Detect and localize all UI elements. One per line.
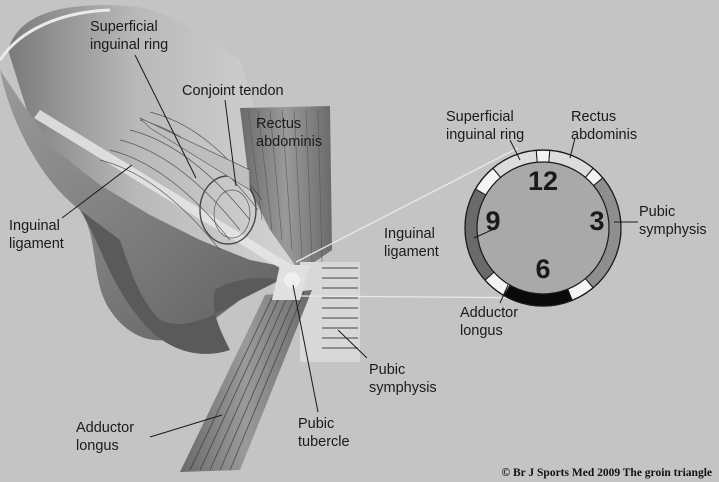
clock-ring-tick [484,271,495,281]
clock-number-6: 6 [535,254,550,284]
clock-label-superficial-ring-1: Superficial [446,109,514,125]
clock-label-adductor-1: Adductor [460,305,518,321]
leader-lines [61,54,368,438]
label-pubic-tubercle-1: Pubic [298,416,334,432]
clock-ring-tick [567,289,573,301]
label-inguinal-ligament-2: ligament [9,236,64,252]
clock-ring-tick [585,278,594,289]
leader-superficial-ring [134,54,197,179]
leader-adductor-longus [149,414,223,438]
clock-ring-tick [475,188,487,196]
clock-ring-tick [503,284,511,296]
label-adductor-longus-1: Adductor [76,420,134,436]
clock-leader-adductor [499,284,509,304]
clock-ring-tick [585,167,594,178]
clock-label-inguinal-ligament-2: ligament [384,244,439,260]
clock-ring-tick [535,150,538,163]
clock-outer-rim [464,149,622,307]
clock-label-adductor-2: longus [460,323,503,339]
label-pubic-symphysis-1: Pubic [369,362,405,378]
clock-ring-tick [593,177,604,186]
clock-number-12: 12 [528,166,558,196]
clock-leader-rectus [569,137,576,159]
label-rectus-2: abdominis [256,134,322,150]
clock-number-3: 3 [589,206,604,236]
leader-inguinal-ligament [61,164,133,219]
copyright-notice: © Br J Sports Med 2009 The groin triangl… [502,467,713,479]
clock-label-rectus-2: abdominis [571,127,637,143]
clock-number-9: 9 [485,206,500,236]
label-superficial-ring-1: Superficial [90,19,158,35]
label-pubic-symphysis-2: symphysis [369,380,437,396]
label-superficial-ring-2: inguinal ring [90,37,168,53]
pelvis-drawing [0,5,320,354]
leader-pubic-symphysis [337,329,368,359]
rectus-abdominis-drawing [240,106,332,272]
illustration-labels: Superficial inguinal ring Conjoint tendo… [9,19,437,454]
leader-conjoint-tendon [224,99,237,187]
clock-ring-tick [548,150,551,163]
groin-clock: 12 3 6 9 Superficial inguinal ring Rectu… [384,109,707,339]
clock-face [476,161,610,295]
clock-ring-ticks [475,150,604,301]
leader-pubic-tubercle [292,284,319,413]
label-inguinal-ligament-1: Inguinal [9,218,60,234]
clock-label-symphysis-1: Pubic [639,204,675,220]
pubic-tubercle-marker [284,272,300,288]
label-conjoint-tendon: Conjoint tendon [182,83,284,99]
label-pubic-tubercle-2: tubercle [298,434,350,450]
clock-label-superficial-ring-2: inguinal ring [446,127,524,143]
clock-label-symphysis-2: symphysis [639,222,707,238]
label-adductor-longus-2: longus [76,438,119,454]
pubic-symphysis-drawing [300,262,360,362]
clock-leader-superficial-ring [509,139,521,161]
inguinal-canal-drawing [99,111,263,251]
clock-leader-inguinal-ligament [473,227,497,239]
clock-label-inguinal-ligament-1: Inguinal [384,226,435,242]
label-rectus-1: Rectus [256,116,301,132]
clock-ring-tick [492,167,501,178]
clock-label-rectus-1: Rectus [571,109,616,125]
